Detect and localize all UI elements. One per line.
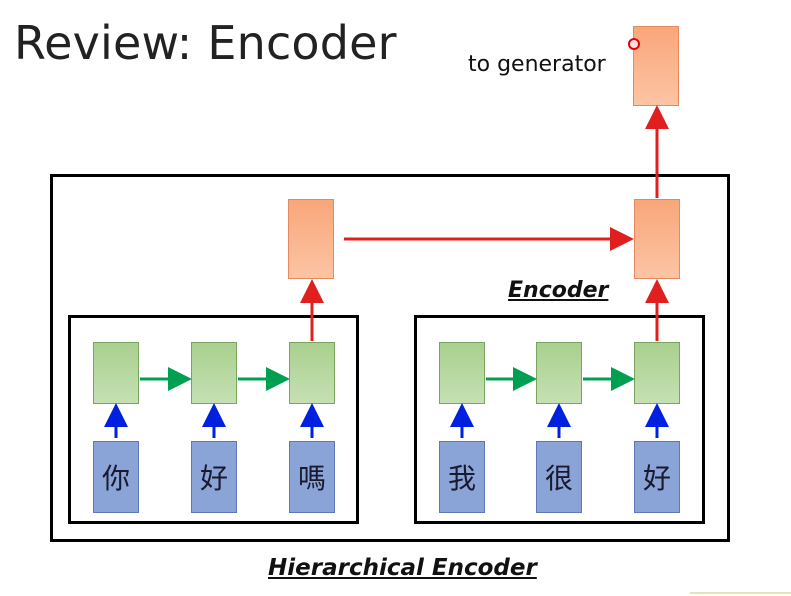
generator-input-cell <box>633 26 679 106</box>
input-token: 很 <box>536 441 582 513</box>
sentence-encoder-box-2 <box>414 315 705 524</box>
laser-pointer-dot <box>628 38 640 50</box>
input-token: 嗎 <box>289 441 335 513</box>
input-token: 好 <box>191 441 237 513</box>
slide-title: Review: Encoder <box>14 16 397 70</box>
sentence-vector-cell-2 <box>634 199 680 279</box>
rnn-cell <box>634 342 680 404</box>
to-generator-label: to generator <box>468 52 606 77</box>
hierarchical-encoder-label: Hierarchical Encoder <box>268 555 537 581</box>
input-token: 你 <box>93 441 139 513</box>
sentence-encoder-box-1 <box>68 315 359 524</box>
encoder-label: Encoder <box>508 278 609 303</box>
input-token: 好 <box>634 441 680 513</box>
corner-divider <box>690 592 791 594</box>
input-token: 我 <box>439 441 485 513</box>
rnn-cell <box>191 342 237 404</box>
rnn-cell <box>93 342 139 404</box>
sentence-vector-cell-1 <box>288 199 334 279</box>
hierarchical-encoder-box <box>50 174 730 542</box>
rnn-cell <box>289 342 335 404</box>
